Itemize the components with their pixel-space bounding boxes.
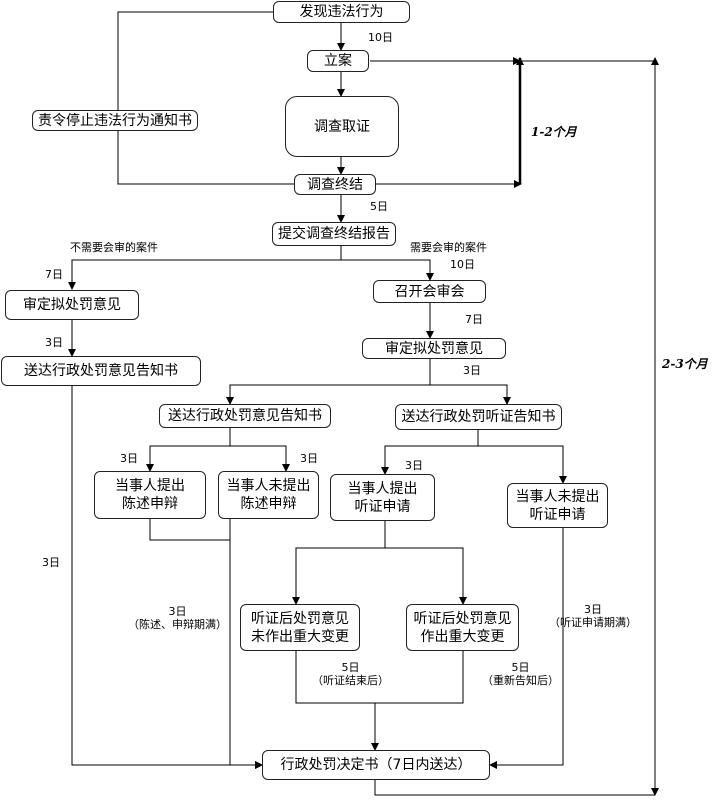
party-no-hearing-box: 当事人未提出 听证申请 [507,483,608,528]
days-label: 3日 [405,459,423,472]
hearing-expire-label: 3日 （听证申请期满） [549,603,637,629]
days-label: 3日 [42,556,60,569]
deliver-penalty-notice-box: 送达行政处罚意见告知书 [159,404,331,428]
hearing-end-label: 5日 （听证结束后） [312,661,389,687]
penalty-decision-box: 行政处罚决定书（7日内送达） [262,750,490,780]
deliver-notice-left-box: 送达行政处罚意见告知书 [1,356,201,386]
review-meeting-box: 召开会审会 [373,280,486,303]
days-label: 3日 [120,452,138,465]
major-change-box: 听证后处罚意见 作出重大变更 [406,604,519,651]
renotify-label: 5日 （重新告知后） [482,661,559,687]
decide-penalty-left-box: 审定拟处罚意见 [5,290,139,320]
party-defends-box: 当事人提出 陈述申辩 [94,471,206,519]
party-no-defense-box: 当事人未提出 陈述申辩 [218,471,319,519]
need-meeting-cases-label: 需要会审的案件 [410,241,487,254]
days-label: 5日 [370,200,388,213]
investigate-box: 调查取证 [285,96,399,157]
decide-penalty-right-box: 审定拟处罚意见 [362,338,506,359]
submit-report-box: 提交调查终结报告 [272,222,396,246]
days-label: 7日 [45,268,63,281]
days-label: 10日 [368,31,393,44]
days-label: 7日 [465,313,483,326]
order-stop-notice-box: 责令停止违法行为通知书 [32,110,198,131]
duration-2-3-months: 2-3个月 [662,357,708,371]
deliver-hearing-notice-box: 送达行政处罚听证告知书 [395,404,562,430]
investigation-concluded-box: 调查终结 [294,174,376,195]
defense-expire-label: 3日 （陈述、申辩期满） [128,605,227,631]
days-label: 10日 [450,258,475,271]
discover-violation-box: 发现违法行为 [273,1,410,23]
days-label: 3日 [45,336,63,349]
days-label: 3日 [300,452,318,465]
no-meeting-cases-label: 不需要会审的案件 [70,241,158,254]
no-major-change-box: 听证后处罚意见 未作出重大变更 [240,604,360,651]
days-label: 3日 [463,364,481,377]
duration-1-2-months: 1-2个月 [531,125,577,139]
register-case-box: 立案 [307,50,369,72]
party-requests-hearing-box: 当事人提出 听证申请 [330,474,435,521]
